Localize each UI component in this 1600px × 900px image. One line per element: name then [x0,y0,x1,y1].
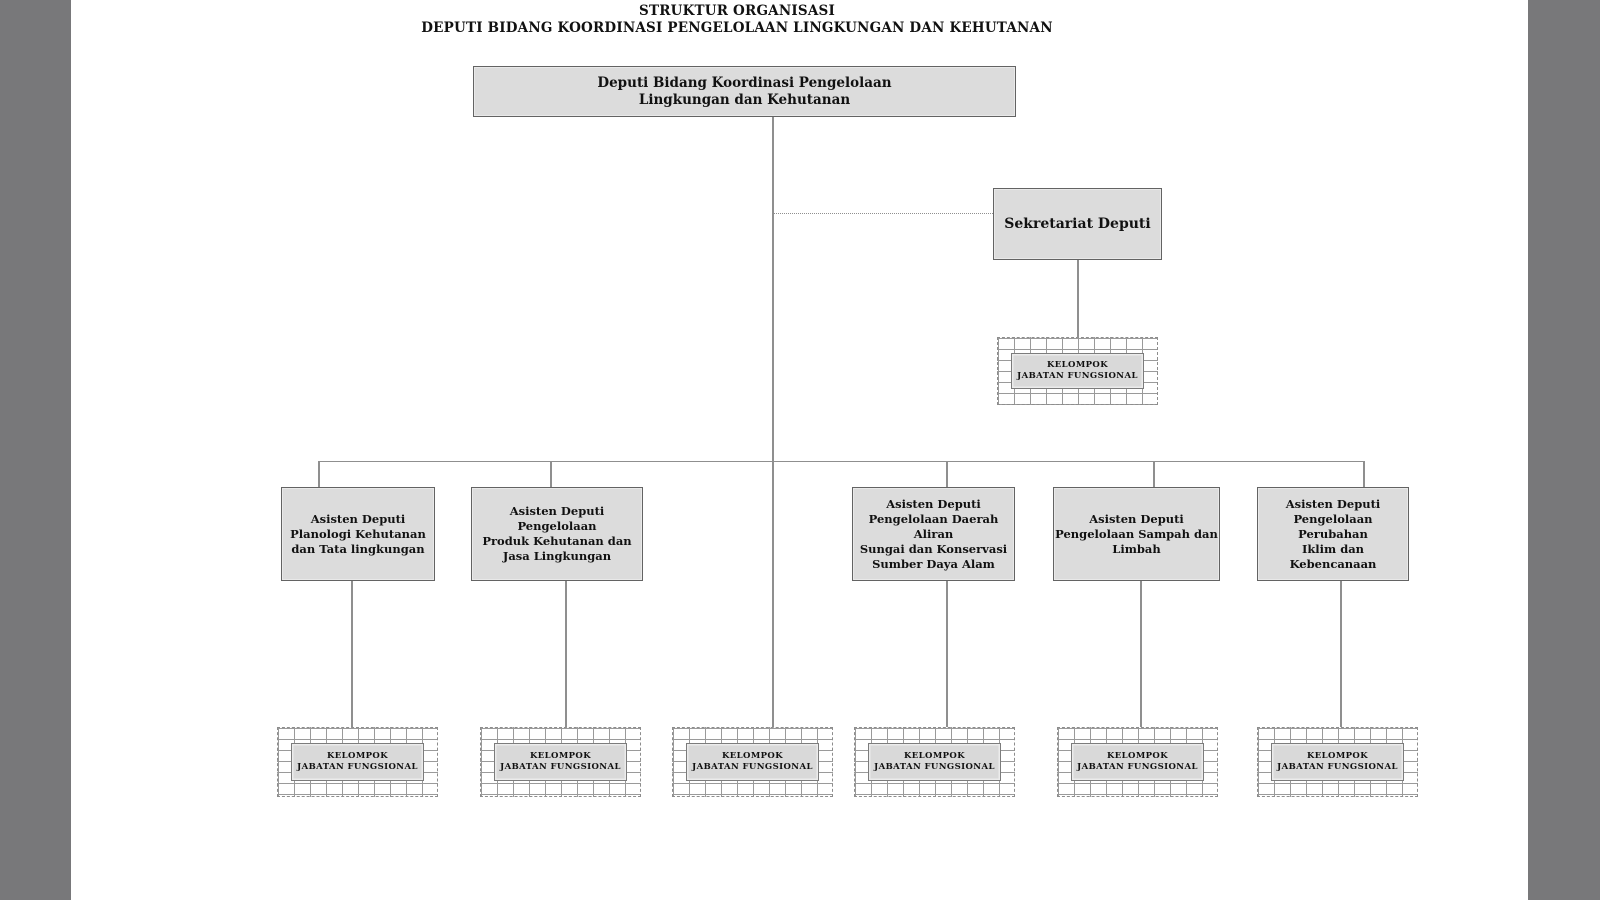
connector-asisten4-kjf [1140,581,1142,727]
org-box-asisten-2-label: Asisten Deputi Pengelolaan Produk Kehuta… [482,504,632,563]
org-box-asisten-1: Asisten Deputi Planologi Kehutanan dan T… [281,487,435,581]
connector-distribution-horizontal [318,461,1364,462]
kjf-box-sekretariat-inner: KELOMPOK JABATAN FUNGSIONAL [1011,353,1144,389]
connector-asisten2-kjf [565,581,567,727]
connector-stub-asisten-2 [550,461,552,487]
chart-title: STRUKTUR ORGANISASI DEPUTI BIDANG KOORDI… [72,3,1402,37]
org-box-deputi: Deputi Bidang Koordinasi Pengelolaan Lin… [473,66,1016,117]
kjf-box-3-inner: KELOMPOK JABATAN FUNGSIONAL [686,743,819,781]
kjf-box-6: KELOMPOK JABATAN FUNGSIONAL [1257,727,1418,797]
chart-title-line2: DEPUTI BIDANG KOORDINASI PENGELOLAAN LIN… [421,20,1053,36]
kjf-label: KELOMPOK JABATAN FUNGSIONAL [500,751,621,772]
kjf-label: KELOMPOK JABATAN FUNGSIONAL [1017,360,1138,381]
org-box-asisten-5-label: Asisten Deputi Pengelolaan Perubahan Ikl… [1285,496,1381,571]
org-box-asisten-5: Asisten Deputi Pengelolaan Perubahan Ikl… [1257,487,1409,581]
org-box-asisten-3-label: Asisten Deputi Pengelolaan Daerah Aliran… [859,496,1008,571]
org-box-asisten-4: Asisten Deputi Pengelolaan Sampah dan Li… [1053,487,1220,581]
chart-title-line1: STRUKTUR ORGANISASI [639,3,835,19]
kjf-box-1: KELOMPOK JABATAN FUNGSIONAL [277,727,438,797]
kjf-label: KELOMPOK JABATAN FUNGSIONAL [874,751,995,772]
kjf-box-4: KELOMPOK JABATAN FUNGSIONAL [854,727,1015,797]
kjf-label: KELOMPOK JABATAN FUNGSIONAL [1277,751,1398,772]
kjf-box-2-inner: KELOMPOK JABATAN FUNGSIONAL [494,743,627,781]
connector-stub-asisten-5 [1363,461,1365,487]
kjf-box-3: KELOMPOK JABATAN FUNGSIONAL [672,727,833,797]
kjf-label: KELOMPOK JABATAN FUNGSIONAL [297,751,418,772]
connector-main-vertical [772,117,774,727]
connector-sekretariat-kjf [1077,260,1079,337]
connector-asisten3-kjf [946,581,948,727]
org-box-asisten-4-label: Asisten Deputi Pengelolaan Sampah dan Li… [1055,511,1218,556]
kjf-box-5: KELOMPOK JABATAN FUNGSIONAL [1057,727,1218,797]
kjf-label: KELOMPOK JABATAN FUNGSIONAL [1077,751,1198,772]
connector-stub-asisten-4 [1153,461,1155,487]
connector-stub-asisten-3 [946,461,948,487]
org-box-deputi-label: Deputi Bidang Koordinasi Pengelolaan Lin… [597,74,892,108]
kjf-box-5-inner: KELOMPOK JABATAN FUNGSIONAL [1071,743,1204,781]
org-box-asisten-3: Asisten Deputi Pengelolaan Daerah Aliran… [852,487,1015,581]
connector-asisten1-kjf [351,581,353,727]
kjf-box-6-inner: KELOMPOK JABATAN FUNGSIONAL [1271,743,1404,781]
kjf-box-4-inner: KELOMPOK JABATAN FUNGSIONAL [868,743,1001,781]
org-box-sekretariat-label: Sekretariat Deputi [1004,216,1151,232]
kjf-box-1-inner: KELOMPOK JABATAN FUNGSIONAL [291,743,424,781]
connector-asisten5-kjf [1340,581,1342,727]
connector-stub-asisten-1 [318,461,320,487]
org-box-asisten-2: Asisten Deputi Pengelolaan Produk Kehuta… [471,487,643,581]
org-box-asisten-1-label: Asisten Deputi Planologi Kehutanan dan T… [290,511,426,556]
kjf-box-sekretariat: KELOMPOK JABATAN FUNGSIONAL [997,337,1158,405]
connector-sekretariat-horizontal [772,213,993,214]
kjf-label: KELOMPOK JABATAN FUNGSIONAL [692,751,813,772]
org-box-sekretariat: Sekretariat Deputi [993,188,1162,260]
kjf-box-2: KELOMPOK JABATAN FUNGSIONAL [480,727,641,797]
